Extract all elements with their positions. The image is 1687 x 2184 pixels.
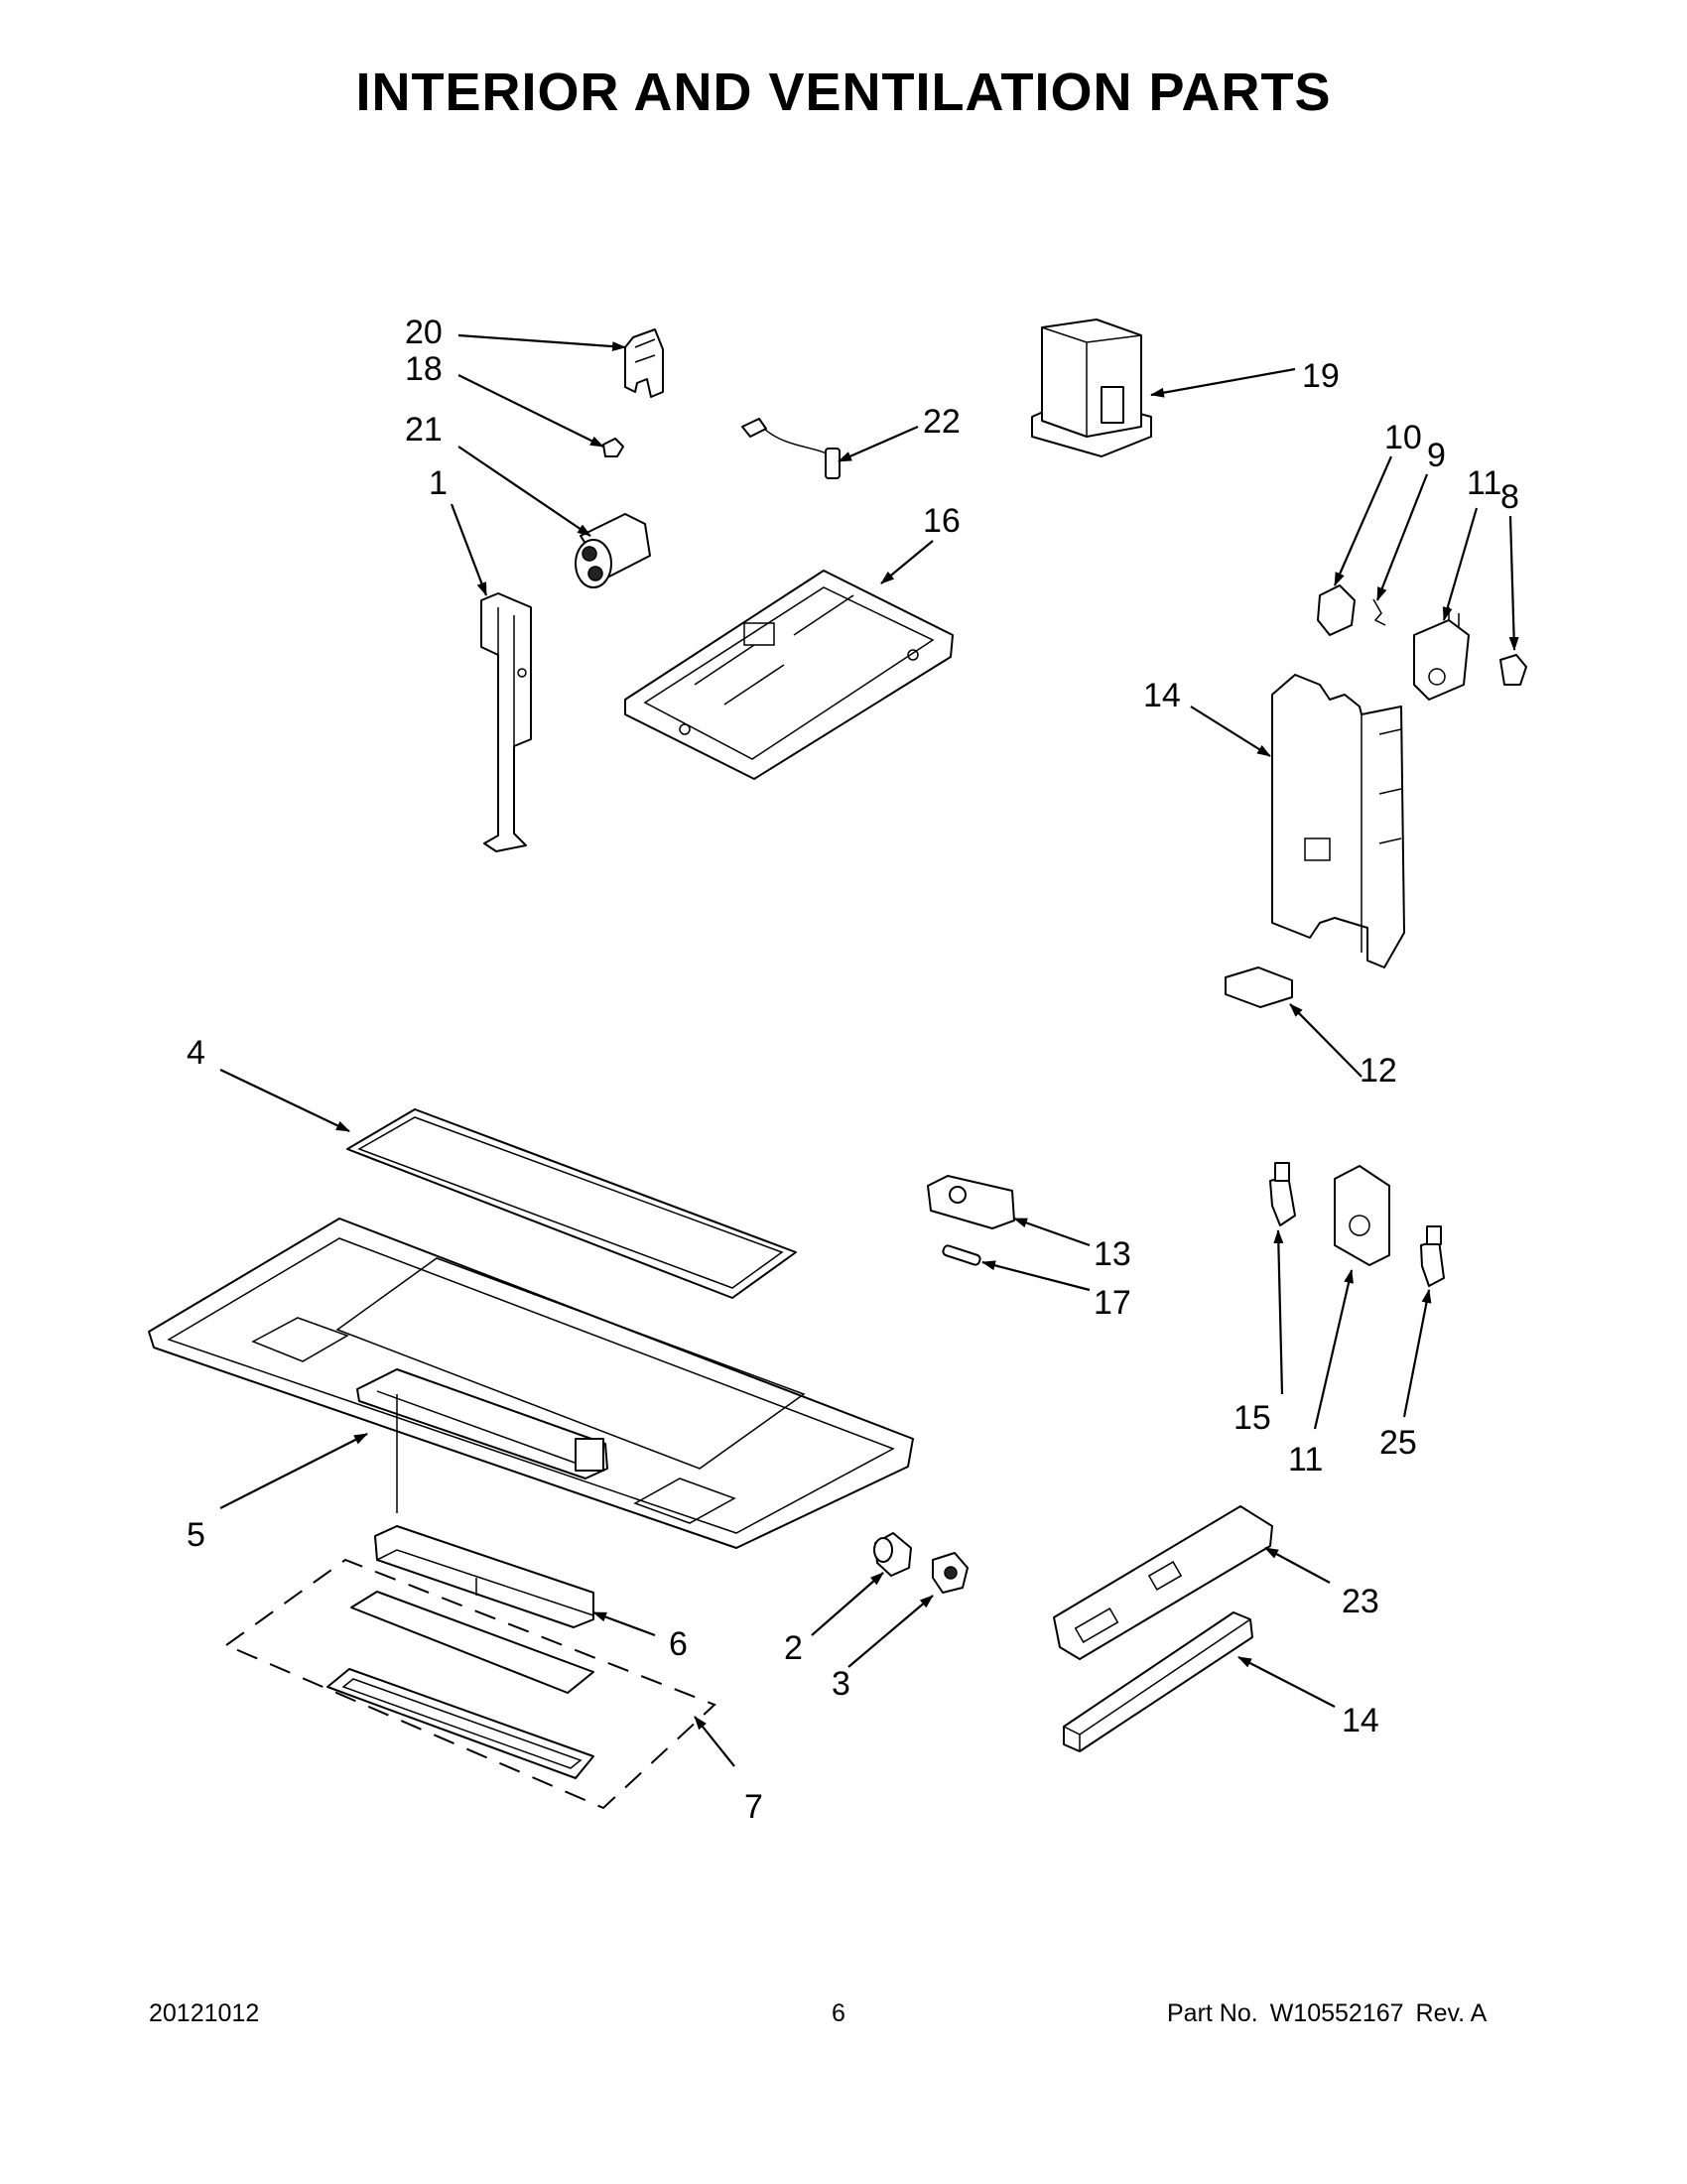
part-5-base-tray <box>148 1218 914 1549</box>
part-18-bulb <box>942 1244 981 1266</box>
part-24-control-bracket <box>1053 1505 1273 1660</box>
footer-part-number: W10552167 <box>1269 1999 1404 2027</box>
part-10-switch-holder <box>1317 584 1356 636</box>
part-3-lamp <box>932 1552 969 1594</box>
callout-14: 14 <box>1342 1702 1379 1739</box>
callout-13: 13 <box>1094 1235 1131 1273</box>
part-11-latch-lower <box>1334 1165 1390 1266</box>
part-7-filter-kit <box>223 1558 716 1810</box>
part-16-switch <box>1269 1162 1296 1226</box>
part-1-support <box>480 592 532 852</box>
callout-9: 9 <box>1427 437 1446 474</box>
callout-23: 22 <box>923 403 961 441</box>
part-20-transformer <box>1031 319 1152 457</box>
callout-18: 17 <box>1094 1284 1131 1322</box>
part-21-bracket <box>624 328 664 398</box>
part-15-duct <box>1271 674 1405 968</box>
callout-4: 4 <box>187 1034 205 1072</box>
callout-22: 21 <box>405 411 443 449</box>
leader-lines <box>219 333 1519 1767</box>
callout-6: 6 <box>669 1625 688 1663</box>
page-title: INTERIOR AND VENTILATION PARTS <box>355 63 1332 122</box>
callout-1: 1 <box>429 464 448 502</box>
part-9-spring <box>1372 598 1386 626</box>
part-8-switch <box>1499 654 1527 686</box>
part-23-wire <box>741 418 841 479</box>
callout-25: 25 <box>1379 1424 1417 1462</box>
callout-20: 19 <box>1302 357 1340 395</box>
footer-part-info: Part No. W10552167 Rev. A <box>1167 1999 1487 2028</box>
part-4-cover-panel <box>346 1108 797 1299</box>
footer-page-number: 6 <box>832 1999 845 2027</box>
callout-7: 7 <box>744 1788 763 1826</box>
callout-16: 15 <box>1233 1399 1271 1437</box>
part-13-light-board <box>927 1175 1015 1229</box>
callout-3: 3 <box>832 1665 850 1703</box>
callout-19: 18 <box>405 350 443 388</box>
footer-date-code: 20121012 <box>149 1999 260 2027</box>
callout-12: 12 <box>1360 1052 1397 1090</box>
callout-21: 20 <box>405 314 443 351</box>
part-2-lamp-socket <box>873 1532 912 1577</box>
callout-2: 2 <box>784 1629 803 1667</box>
callout-11-top: 11 <box>1467 464 1501 502</box>
callout-5: 5 <box>187 1516 205 1554</box>
callout-11-lower: 11 <box>1288 1441 1323 1478</box>
footer-revision: Rev. A <box>1415 1999 1488 2027</box>
part-14-grille-strip <box>1063 1611 1253 1752</box>
callout-15: 14 <box>1143 677 1181 714</box>
callout-24: 23 <box>1342 1583 1379 1620</box>
part-22-capacitor <box>575 513 651 588</box>
callout-10: 10 <box>1384 419 1422 456</box>
footer-part-label: Part No. <box>1167 1999 1258 2027</box>
callout-labels: 20 18 21 1 22 19 16 10 9 11 8 14 12 4 13… <box>187 314 1519 1826</box>
callout-8: 8 <box>1500 478 1519 516</box>
part-17-plate <box>624 570 954 780</box>
part-12-thermal-fuse <box>1225 966 1293 1008</box>
part-19-clip <box>602 438 624 457</box>
part-25-switch <box>1420 1225 1445 1287</box>
part-11-latch-top <box>1413 607 1470 701</box>
callout-17: 16 <box>923 502 961 540</box>
